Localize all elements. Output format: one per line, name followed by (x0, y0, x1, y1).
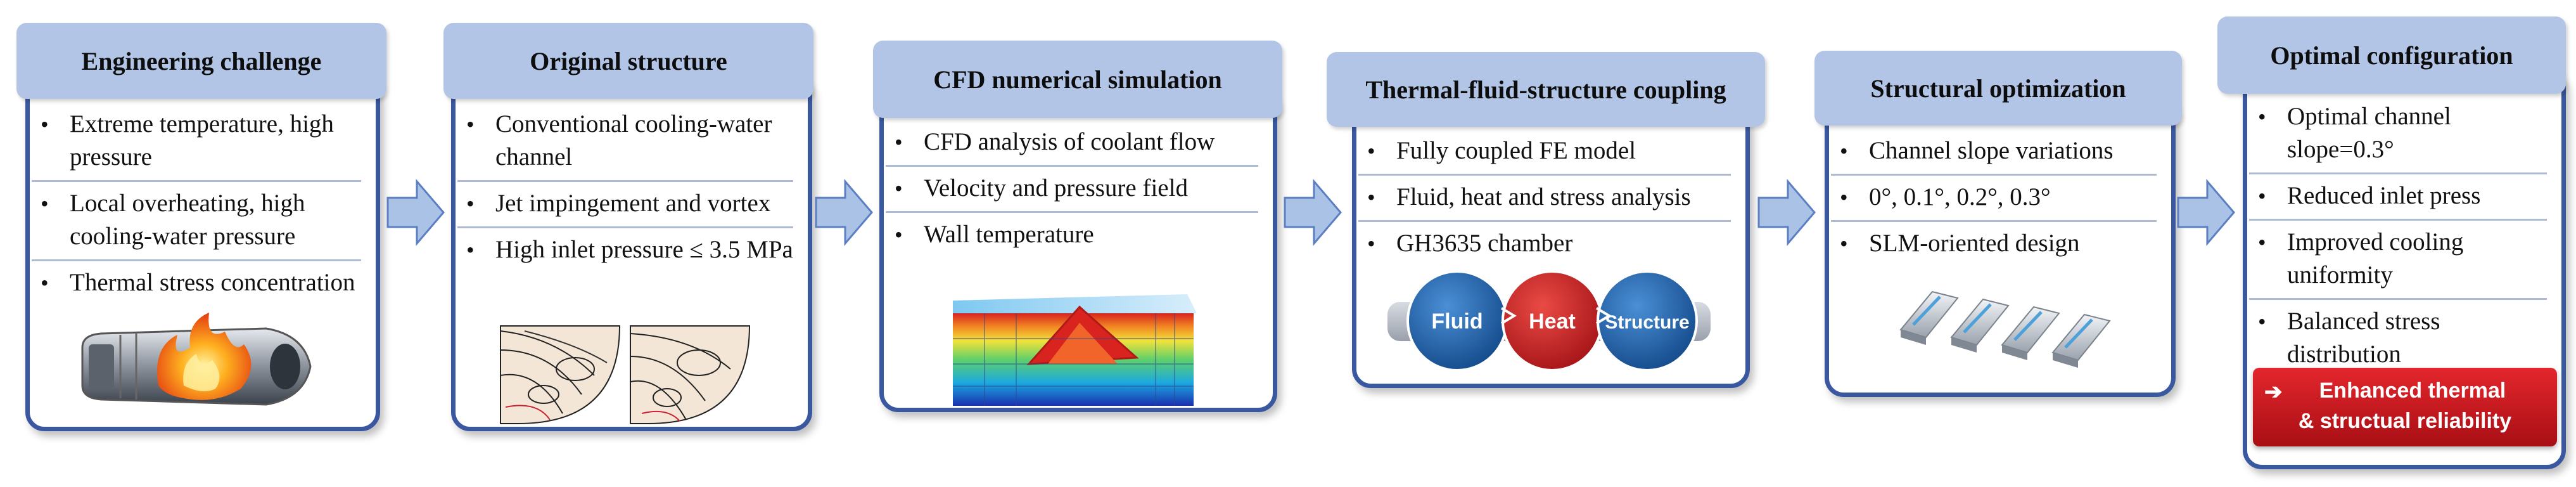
list-item: 0°, 0.1°, 0.2°, 0.3° (1831, 176, 2157, 222)
list-item: Conventional cooling-water channel (457, 103, 793, 182)
stage-list-optimal-configuration: Optimal channel slope=0.3° Reduced inlet… (2249, 95, 2547, 377)
stage-list-cfd-simulation: CFD analysis of coolant flow Velocity an… (886, 120, 1258, 257)
stage-list-thermal-fluid-structure: Fully coupled FE model Fluid, heat and s… (1358, 129, 1731, 266)
stage-list-engineering-challenge: Extreme temperature, high pressure Local… (32, 103, 361, 306)
list-item: Fully coupled FE model (1358, 129, 1731, 176)
list-item: SLM-oriented design (1831, 222, 2157, 266)
engine-fire-illustration (81, 313, 312, 406)
list-item: Thermal stress concentration (32, 261, 361, 306)
stage-title-structural-optimization: Structural optimization (1814, 51, 2182, 126)
list-item: Wall temperature (886, 213, 1258, 257)
stage-title-original-structure: Original structure (443, 23, 813, 99)
list-item: Jet impingement and vortex (457, 182, 793, 228)
list-item: Velocity and pressure field (886, 167, 1258, 213)
coupling-label-fluid: Fluid (1431, 309, 1482, 334)
list-item: GH3635 chamber (1358, 222, 1731, 266)
list-item: Improved cooling uniformity (2249, 221, 2547, 300)
stage-title-optimal-configuration: Optimal configuration (2217, 16, 2566, 94)
coupling-label-structure: Structure (1605, 312, 1689, 333)
banner-arrow-icon: ➔ (2264, 380, 2283, 404)
stage-list-structural-optimization: Channel slope variations 0°, 0.1°, 0.2°,… (1831, 129, 2157, 266)
list-item: Optimal channel slope=0.3° (2249, 95, 2547, 174)
stage-title-thermal-fluid-structure: Thermal-fluid-structure coupling (1327, 52, 1765, 127)
banner-line-2: & structual reliability (2298, 409, 2512, 433)
list-item: High inlet pressure ≤ 3.5 MPa (457, 228, 793, 273)
list-item: Extreme temperature, high pressure (32, 103, 361, 182)
right-arrow-icon (815, 178, 873, 247)
list-item: Channel slope variations (1831, 129, 2157, 176)
right-arrow-icon (1284, 178, 1342, 247)
list-item: Fluid, heat and stress analysis (1358, 176, 1731, 222)
cfd-temperature-contour-illustration (953, 294, 1197, 406)
channel-slope-blocks-illustration (1899, 290, 2111, 368)
coupling-label-heat: Heat (1529, 309, 1576, 334)
list-item: Local overheating, high cooling-water pr… (32, 182, 361, 261)
banner-line-1: Enhanced thermal (2319, 379, 2506, 403)
right-arrow-icon (2177, 178, 2235, 247)
right-arrow-icon (1757, 178, 1816, 247)
stage-title-cfd-simulation: CFD numerical simulation (873, 41, 1282, 118)
list-item: Reduced inlet press (2249, 174, 2547, 221)
result-banner: ➔ Enhanced thermal & structual reliabili… (2253, 368, 2557, 446)
coupling-circles-illustration: Fluid Heat Structure (1387, 270, 1711, 372)
list-item: Balanced stress distribution (2249, 300, 2547, 377)
stage-title-engineering-challenge: Engineering challenge (16, 23, 386, 99)
list-item: CFD analysis of coolant flow (886, 120, 1258, 167)
vortex-streamline-illustration (500, 325, 751, 424)
stage-list-original-structure: Conventional cooling-water channel Jet i… (457, 103, 793, 273)
right-arrow-icon (386, 178, 445, 247)
